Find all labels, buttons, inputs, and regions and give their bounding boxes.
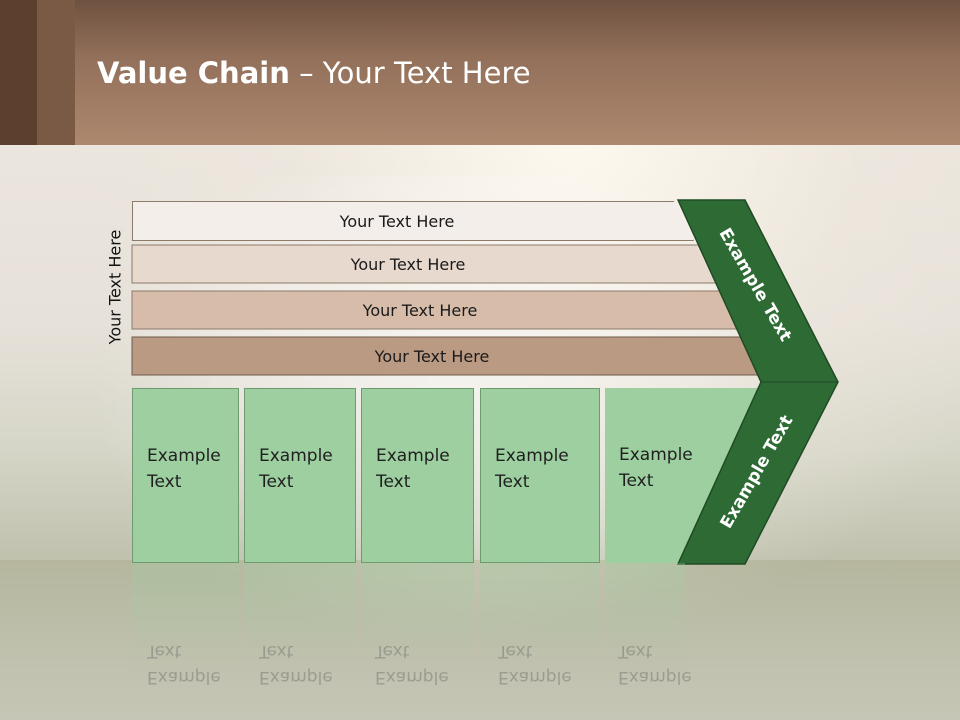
header-accent-strip [37, 0, 75, 145]
box-line1: Example [495, 446, 569, 466]
support-bar-1: Your Text Here [132, 201, 694, 241]
background-grass [0, 560, 960, 720]
title-bold: Value Chain [97, 56, 290, 90]
primary-activity-box-3: Example Text [361, 388, 474, 563]
box-line2: Text [619, 471, 654, 491]
box-line2: Text [147, 472, 182, 492]
box-line2: Text [376, 472, 411, 492]
box-line1: Example [619, 445, 693, 465]
primary-activity-box-1: Example Text [132, 388, 239, 563]
box-line1: Example [376, 446, 450, 466]
support-bar-label: Your Text Here [339, 211, 455, 231]
title-rest: – Your Text Here [289, 56, 531, 90]
primary-activity-box-2: Example Text [244, 388, 356, 563]
header-accent-strip [0, 0, 37, 145]
box-line1: Example [259, 446, 333, 466]
slide-title: Value Chain – Your Text Here [97, 56, 531, 90]
box-line2: Text [259, 472, 294, 492]
box-line1: Example [147, 446, 221, 466]
primary-activity-box-4: Example Text [480, 388, 600, 563]
box-line2: Text [495, 472, 530, 492]
header-band: Value Chain – Your Text Here [0, 0, 960, 145]
